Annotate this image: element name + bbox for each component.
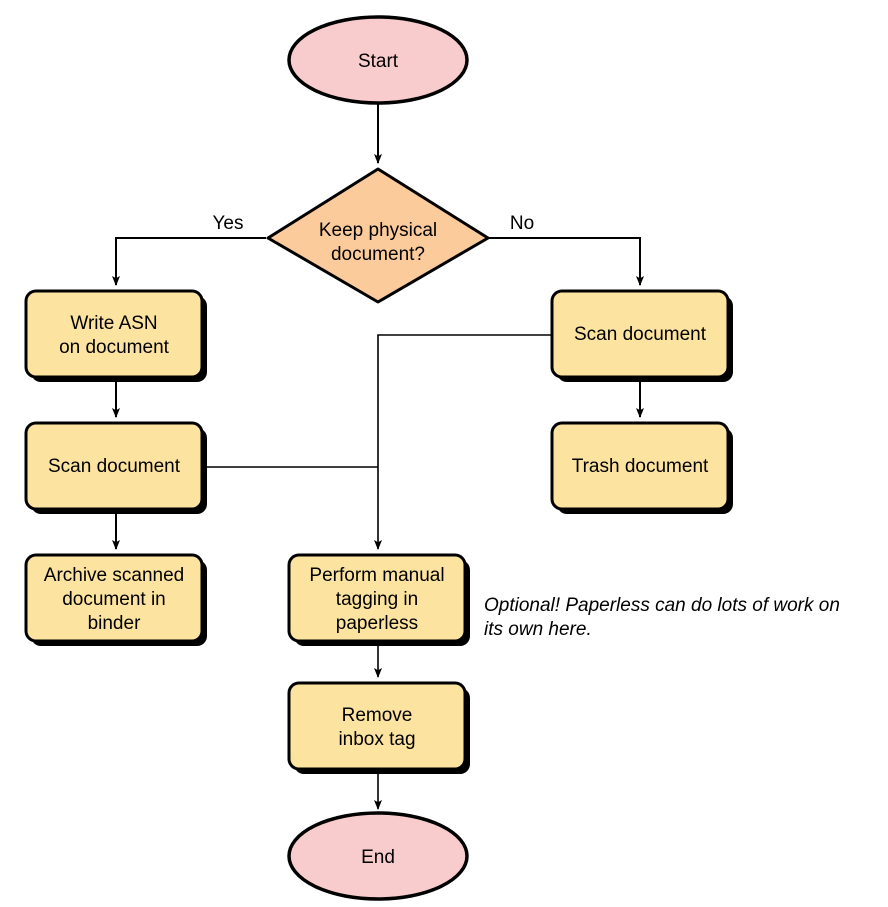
edge-labels-layer: Yes No <box>213 213 535 234</box>
manual-tagging-label-line2: tagging in <box>336 589 418 610</box>
start-label: Start <box>358 51 399 72</box>
write-asn-box[interactable] <box>24 289 204 379</box>
annotation-line2: its own here. <box>484 619 592 640</box>
start-ellipse[interactable] <box>287 15 469 105</box>
node-write-asn-on-document[interactable]: Write ASN on document <box>24 289 207 382</box>
archive-box[interactable] <box>24 553 204 643</box>
scan-right-label: Scan document <box>574 324 707 345</box>
edge-label-no: No <box>510 213 534 234</box>
archive-label-line3: binder <box>88 613 141 634</box>
archive-label-line1: Archive scanned <box>44 565 184 586</box>
edge-decision-no-to-scan-right <box>489 237 644 286</box>
node-perform-manual-tagging-in-paperless[interactable]: Perform manual tagging in paperless <box>287 553 470 646</box>
edge-decision-yes-to-write-asn <box>112 237 266 286</box>
node-archive-scanned-document-in-binder[interactable]: Archive scanned document in binder <box>24 553 207 646</box>
scan-right-box[interactable] <box>550 289 730 379</box>
node-decision-keep-physical-document[interactable]: Keep physical document? <box>266 167 490 304</box>
annotation-line1: Optional! Paperless can do lots of work … <box>484 595 840 616</box>
decision-label-line2: document? <box>331 244 425 265</box>
trash-label: Trash document <box>572 456 709 477</box>
node-scan-document-left[interactable]: Scan document <box>24 421 207 514</box>
node-scan-document-right[interactable]: Scan document <box>550 289 733 382</box>
node-trash-document[interactable]: Trash document <box>550 421 733 514</box>
annotation-optional-paperless: Optional! Paperless can do lots of work … <box>484 595 840 640</box>
manual-tagging-label-line1: Perform manual <box>309 565 444 586</box>
edges-layer <box>112 103 644 810</box>
node-start[interactable]: Start <box>287 15 469 105</box>
manual-tagging-box[interactable] <box>287 553 467 643</box>
write-asn-label-line1: Write ASN <box>70 313 157 334</box>
edge-label-yes: Yes <box>213 213 244 234</box>
write-asn-label-line2: on document <box>59 337 170 358</box>
node-end[interactable]: End <box>287 811 469 901</box>
archive-label-line2: document in <box>62 589 166 610</box>
decision-diamond[interactable] <box>266 167 490 304</box>
remove-inbox-label-line1: Remove <box>342 705 413 726</box>
end-label: End <box>361 847 395 868</box>
scan-left-box[interactable] <box>24 421 204 511</box>
scan-left-label: Scan document <box>48 456 181 477</box>
trash-box[interactable] <box>550 421 730 511</box>
node-remove-inbox-tag[interactable]: Remove inbox tag <box>287 681 470 774</box>
manual-tagging-label-line3: paperless <box>336 613 418 634</box>
remove-inbox-box[interactable] <box>287 681 467 771</box>
edge-scan-right-to-manual-tagging <box>374 334 552 550</box>
remove-inbox-label-line2: inbox tag <box>338 729 415 750</box>
decision-label-line1: Keep physical <box>319 220 437 241</box>
end-ellipse[interactable] <box>287 811 469 901</box>
